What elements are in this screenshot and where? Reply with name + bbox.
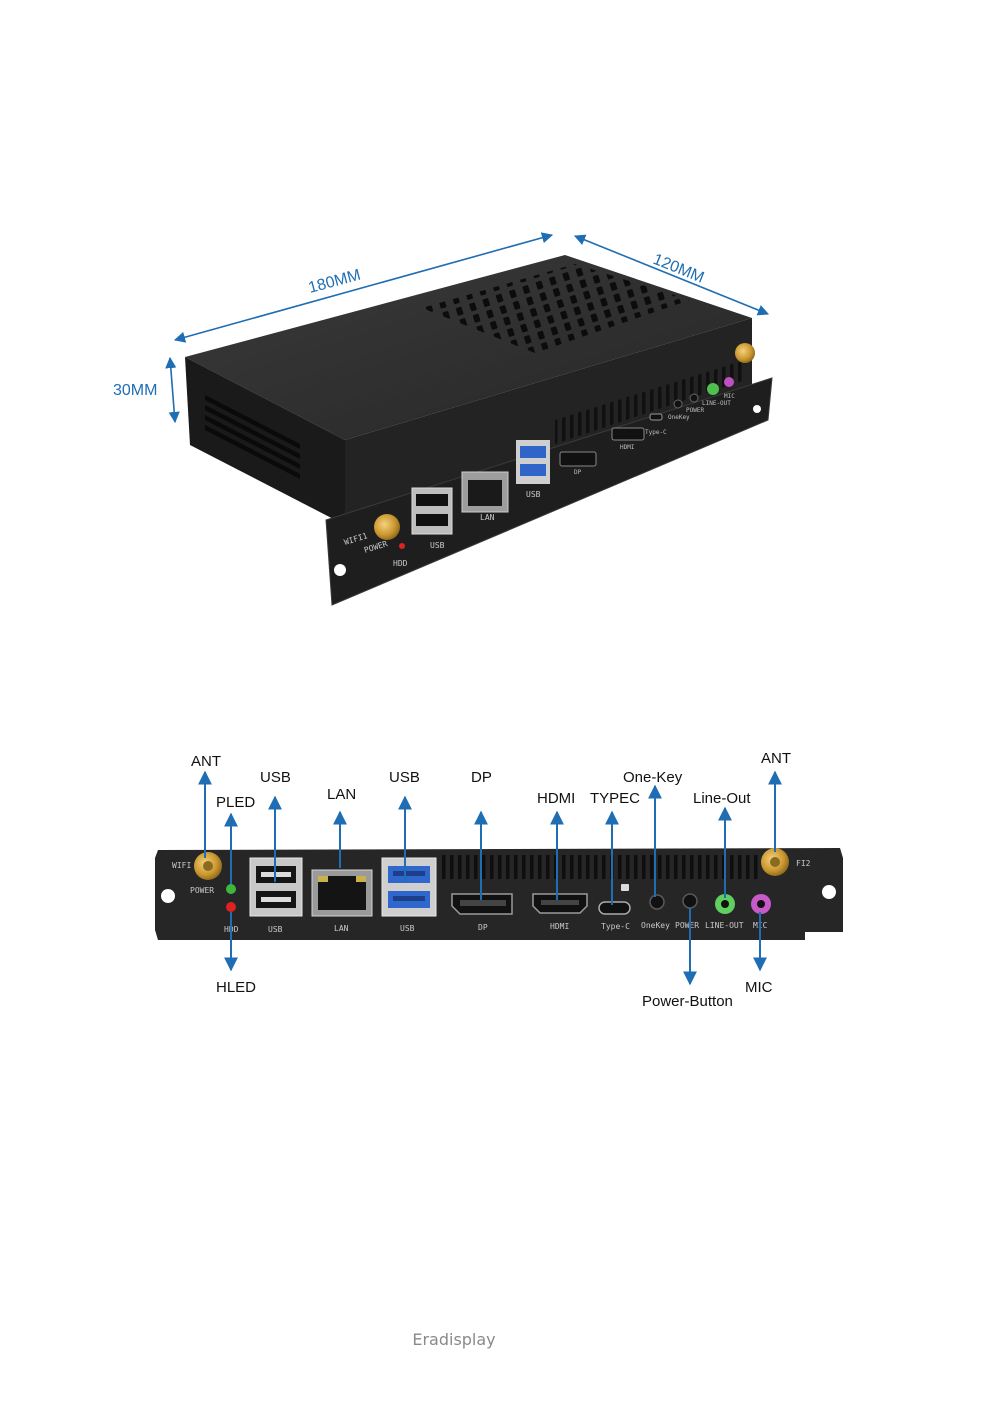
iso-label-dp: DP (574, 469, 582, 476)
panel-label-wifi2: FI2 (796, 859, 811, 868)
panel-vents (440, 855, 760, 879)
iso-label-pwr: POWER (686, 407, 704, 414)
power-led (226, 884, 236, 894)
hdmi-port (532, 893, 588, 914)
dim-height-label: 30MM (113, 382, 157, 399)
panel-label-usb1: USB (268, 925, 283, 934)
iso-label-usb1: USB (430, 541, 445, 550)
callout-pled: PLED (216, 794, 255, 811)
callout-power-button: Power-Button (642, 993, 733, 1010)
iso-dp (559, 451, 597, 467)
iso-antenna-right (735, 343, 755, 363)
dim-arrow-height (165, 356, 180, 424)
callout-hdmi: HDMI (537, 790, 575, 807)
iso-label-lineout: LINE-OUT (702, 400, 731, 407)
dim-width-label: 120MM (651, 251, 707, 287)
panel-label-wifi1: WIFI (172, 861, 191, 870)
callout-mic: MIC (745, 979, 773, 996)
panel-label-lineout: LINE-OUT (705, 921, 744, 930)
dim-length-label: 180MM (307, 267, 363, 297)
panel-label-lan: LAN (334, 924, 349, 933)
callout-one-key: One-Key (623, 769, 683, 786)
lan-port (311, 869, 373, 917)
callout-hled: HLED (216, 979, 256, 996)
callout-usb-1: USB (260, 769, 291, 786)
iso-label-onekey: OneKey (668, 414, 690, 421)
chassis-left-side (185, 357, 345, 525)
panel-label-hdmi: HDMI (550, 922, 569, 931)
panel-label-usb2: USB (400, 924, 415, 933)
iso-power-btn (689, 393, 699, 403)
chassis-front (345, 318, 752, 525)
footer-brand: Eradisplay (412, 1330, 496, 1349)
usb-port-2 (381, 857, 437, 917)
iso-hdmi (611, 427, 645, 441)
dim-arrow-length (173, 232, 554, 343)
lock-icon (621, 884, 629, 891)
iso-label-typec: Type-C (645, 429, 667, 436)
iso-label-lan: LAN (480, 513, 495, 522)
iso-view: WIFI1 POWER HDD USB LAN USB DP HDMI Type… (113, 232, 773, 606)
iso-label-hdd: HDD (393, 559, 408, 568)
iso-hled (399, 543, 405, 549)
bracket-hole-left (334, 564, 346, 576)
typec-port (598, 901, 631, 915)
panel-label-typec: Type-C (601, 922, 630, 931)
callout-ant-left: ANT (191, 753, 221, 770)
iso-mic (724, 377, 734, 387)
onekey-button (649, 894, 665, 910)
footer: Eradisplay (0, 1330, 992, 1349)
panel-label-dp: DP (478, 923, 488, 932)
callout-line-out: Line-Out (693, 790, 751, 807)
callout-lan: LAN (327, 786, 356, 803)
panel-label-onekey: OneKey (641, 921, 670, 930)
panel-hole-right (822, 885, 836, 899)
iso-label-hdmi: HDMI (620, 444, 635, 451)
callout-typec: TYPEC (590, 790, 640, 807)
dp-port (451, 893, 513, 915)
mount-bracket (325, 377, 773, 606)
usb-port-1 (249, 857, 303, 917)
iso-antenna-left (374, 514, 400, 540)
iso-onekey (673, 399, 683, 409)
callout-ant-right: ANT (761, 750, 791, 767)
callout-usb-2: USB (389, 769, 420, 786)
iso-typec (649, 413, 663, 421)
hdd-led (226, 902, 236, 912)
panel-label-power-btn: POWER (675, 921, 699, 930)
callout-dp: DP (471, 769, 492, 786)
panel-label-power: POWER (190, 886, 214, 895)
iso-label-mic: MIC (724, 393, 735, 400)
front-vents (555, 360, 745, 444)
bracket-hole-right (753, 405, 761, 413)
panel-hole-left (161, 889, 175, 903)
iso-lineout (707, 383, 719, 395)
left-side-vents (205, 395, 300, 479)
dim-arrow-width (573, 234, 770, 316)
front-view: WIFI FI2 POWER HDD USB LAN USB DP HDMI T… (155, 750, 843, 1010)
iso-label-usb2: USB (526, 490, 541, 499)
power-button (682, 893, 698, 909)
iso-ports (374, 343, 755, 549)
